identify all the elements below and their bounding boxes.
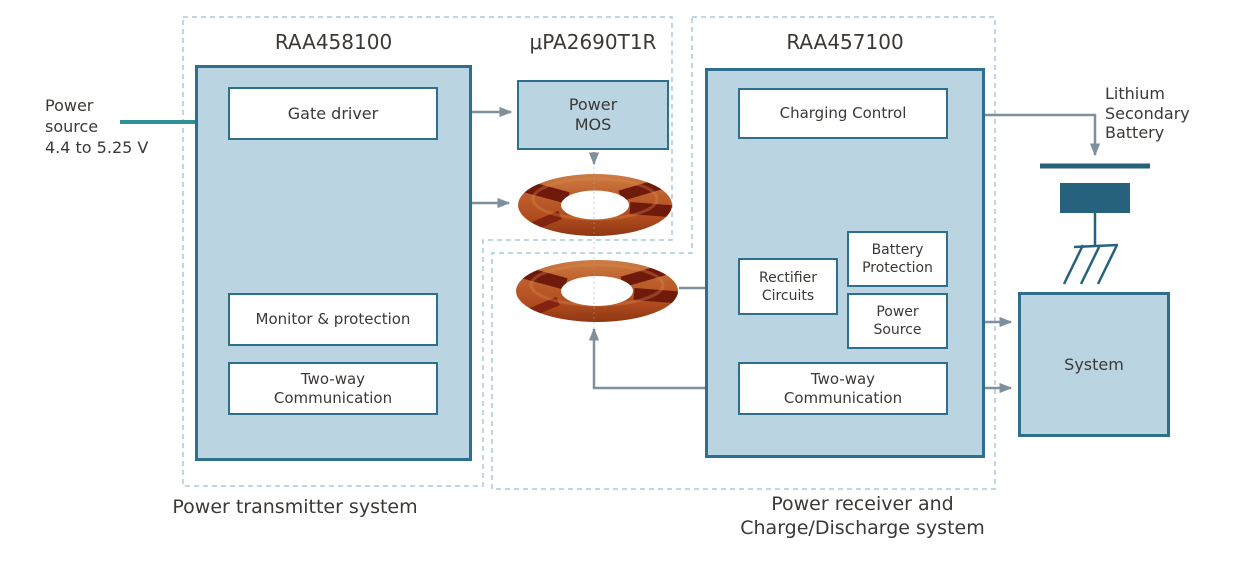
- arrow-coil-twoway: [588, 327, 732, 394]
- receiver-title: RAA457100: [786, 30, 904, 54]
- monitor-protection-box: Monitor & protection: [228, 293, 438, 346]
- transmitter-title: RAA458100: [274, 30, 393, 54]
- system-block: System: [1018, 292, 1170, 437]
- driver-stage-title: μPA2690T1R: [529, 30, 657, 54]
- charging-control-box: Charging Control: [738, 88, 948, 139]
- two-way-communication-rx-box: Two-way Communication: [738, 362, 948, 415]
- power-source-box: Power Source: [847, 293, 948, 349]
- battery-symbol-icon: [1040, 163, 1150, 246]
- two-way-communication-tx-box: Two-way Communication: [228, 362, 438, 415]
- battery-protection-box: Battery Protection: [847, 231, 948, 287]
- ground-symbol-icon: [1062, 243, 1119, 285]
- power-mos-box: Power MOS: [517, 80, 669, 150]
- gate-driver-box: Gate driver: [228, 87, 438, 140]
- rectifier-circuits-box: Rectifier Circuits: [738, 258, 838, 315]
- lithium-battery-label: Lithium Secondary Battery: [1105, 84, 1190, 142]
- receiver-caption: Power receiver and Charge/Discharge syst…: [740, 493, 985, 539]
- receiver-coil-image: [516, 260, 678, 322]
- receiver-dashed-outline: [491, 16, 996, 490]
- transmitter-caption: Power transmitter system: [172, 496, 418, 518]
- power-input-label: Power source 4.4 to 5.25 V: [45, 96, 149, 157]
- transmitter-coil-image: [518, 174, 672, 236]
- arrow-charging-battery: [951, 113, 1101, 157]
